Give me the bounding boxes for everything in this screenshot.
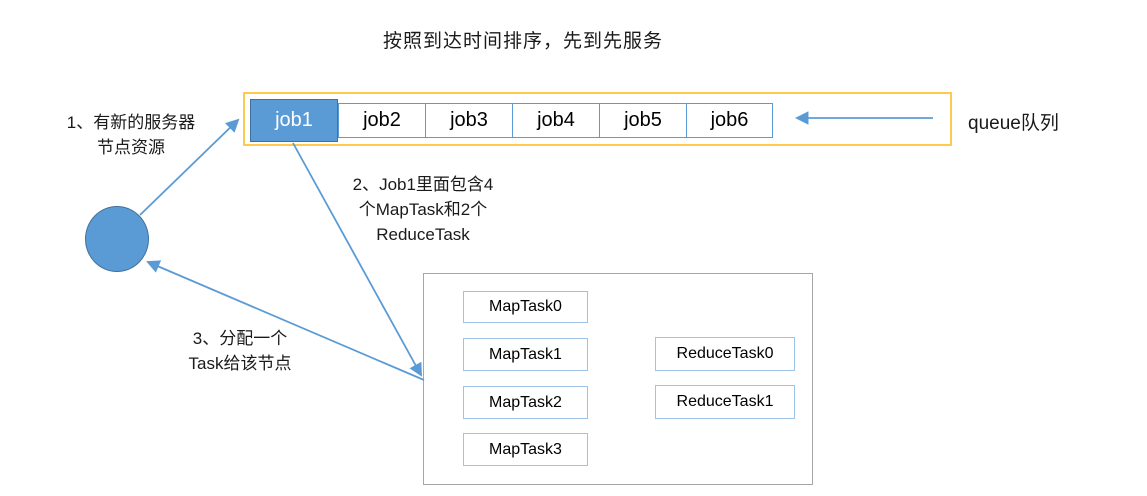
queue-job-6: job6: [686, 103, 773, 138]
queue-job-2: job2: [338, 103, 426, 138]
server-node-circle: [85, 206, 149, 272]
diagram-title: 按照到达时间排序，先到先服务: [382, 31, 663, 52]
reduce-task-0: ReduceTask0: [655, 337, 795, 371]
map-task-0: MapTask0: [463, 291, 588, 323]
queue-label: queue队列: [968, 113, 1059, 134]
queue-job-1: job1: [250, 99, 338, 142]
map-task-1: MapTask1: [463, 338, 588, 371]
annotation-step3: 3、分配一个 Task给该节点: [188, 329, 292, 373]
annotation-step1: 1、有新的服务器 节点资源: [66, 113, 196, 157]
queue-job-4: job4: [512, 103, 600, 138]
annotation-step2: 2、Job1里面包含4 个MapTask和2个 ReduceTask: [352, 175, 494, 244]
queue-job-3: job3: [425, 103, 513, 138]
map-task-3: MapTask3: [463, 433, 588, 466]
queue-job-5: job5: [599, 103, 687, 138]
map-task-2: MapTask2: [463, 386, 588, 419]
reduce-task-1: ReduceTask1: [655, 385, 795, 419]
